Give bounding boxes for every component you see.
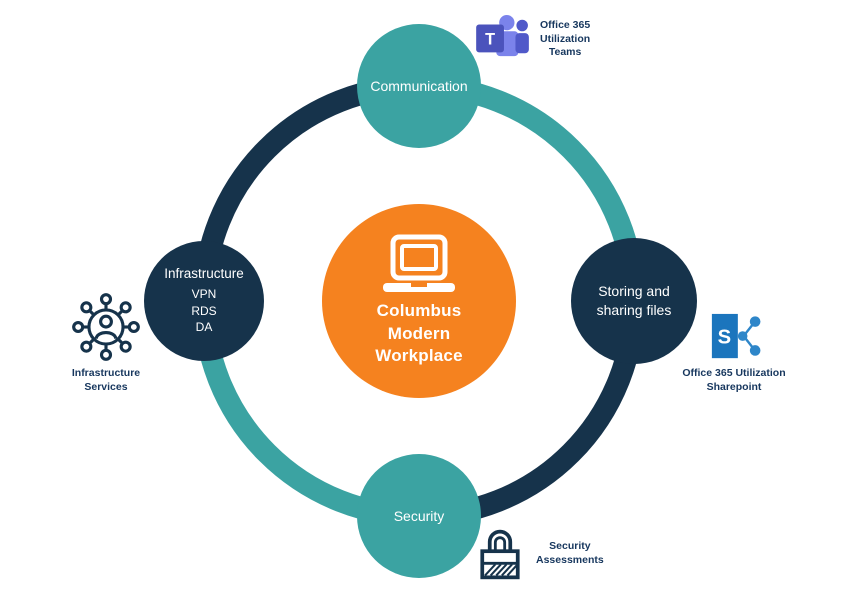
node-infrastructure: Infrastructure VPN RDS DA (144, 241, 264, 361)
sharepoint-label-line: Sharepoint (706, 380, 762, 393)
security-assessments-label-line: Security (549, 540, 591, 553)
infrastructure-item: VPN (191, 286, 217, 301)
infrastructure-services-label-line: Services (84, 380, 128, 393)
annotation-infrastructure-services: Infrastructure Services (56, 292, 156, 394)
node-security: Security (357, 454, 481, 578)
sharepoint-icon: S (711, 313, 761, 359)
infrastructure-item: DA (195, 320, 213, 335)
node-infrastructure-label: Infrastructure (164, 265, 244, 281)
node-storing-line: Storing and (598, 283, 670, 300)
laptop-icon (383, 234, 455, 292)
sharepoint-label-line: Office 365 Utilization (682, 367, 786, 379)
infrastructure-item: RDS (191, 303, 217, 318)
node-communication: Communication (357, 24, 481, 148)
center-title-line: Workplace (375, 346, 463, 366)
annotation-sharepoint: S Office 365 Utilization Sharepoint (668, 312, 800, 394)
node-storing-line: sharing files (596, 302, 672, 318)
sharepoint-label: Office 365 Utilization Sharepoint (682, 367, 785, 394)
svg-text:T: T (485, 31, 495, 49)
node-communication-label: Communication (370, 78, 468, 94)
padlock-icon (480, 529, 520, 580)
teams-label-line: Office 365 (540, 19, 591, 31)
annotation-security-assessments: Security Assessments (476, 526, 604, 582)
node-security-label: Security (393, 508, 445, 524)
node-storing-sharing: Storing and sharing files (571, 238, 697, 364)
center-node: Columbus Modern Workplace (322, 204, 516, 398)
teams-label: Office 365 Utilization Teams (540, 19, 590, 60)
svg-text:S: S (718, 327, 731, 349)
center-title: Columbus Modern Workplace (375, 300, 462, 369)
teams-label-line: Teams (548, 46, 582, 59)
center-title-line: Modern (387, 323, 451, 343)
annotation-teams: T Office 365 Utilization Teams (476, 14, 590, 60)
teams-label-line: Utilization (540, 32, 591, 45)
center-title-line: Columbus (376, 300, 462, 320)
node-infrastructure-items: VPN RDS DA (191, 286, 216, 336)
network-people-icon (72, 293, 140, 361)
infrastructure-services-label: Infrastructure Services (72, 367, 140, 394)
security-assessments-label: Security Assessments (536, 540, 604, 567)
infrastructure-services-label-line: Infrastructure (71, 367, 141, 379)
teams-icon: T (476, 14, 529, 57)
security-assessments-label-line: Assessments (536, 554, 604, 566)
